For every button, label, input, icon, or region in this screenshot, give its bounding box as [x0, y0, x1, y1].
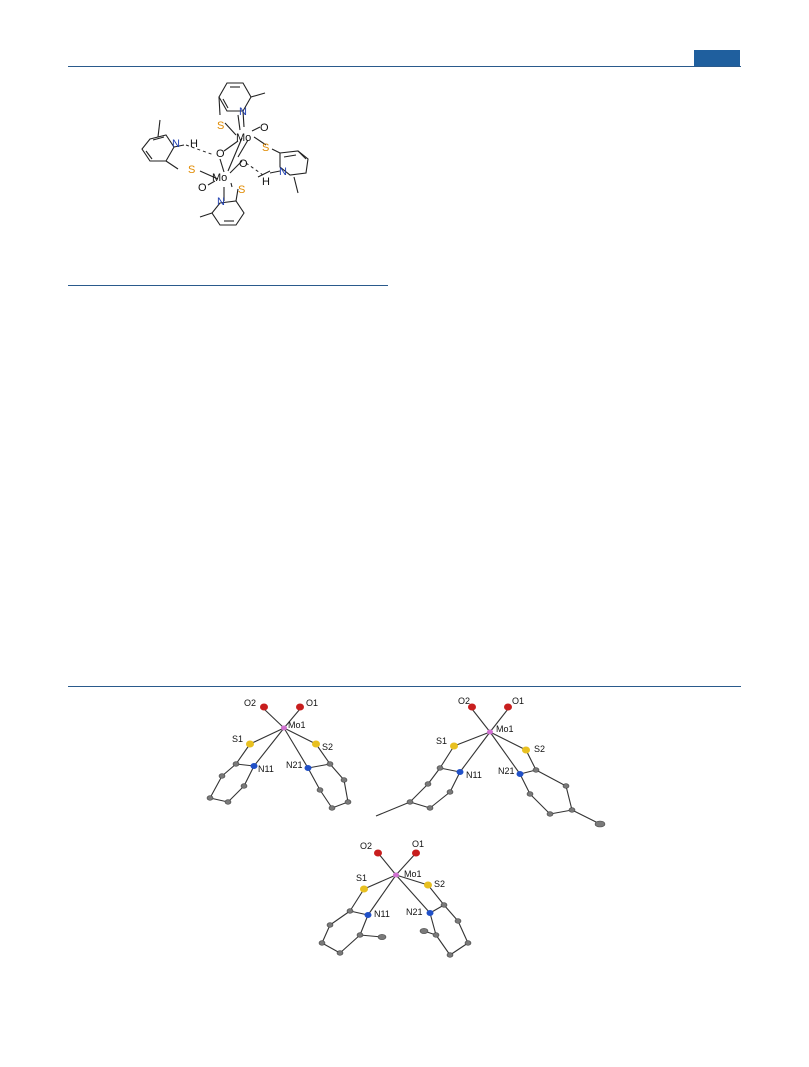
label-o2: O2: [360, 841, 372, 851]
label-mo1: Mo1: [288, 720, 306, 730]
label-s2: S2: [322, 742, 333, 752]
scheme-n-left: N: [172, 138, 180, 150]
header-rule: [68, 66, 741, 67]
label-n21: N21: [286, 760, 303, 770]
label-n21: N21: [498, 766, 515, 776]
label-mo1: Mo1: [404, 869, 422, 879]
label-n11: N11: [258, 764, 274, 774]
label-n11: N11: [374, 909, 390, 919]
scheme-mo-top: Mo: [236, 132, 251, 144]
label-s1: S1: [436, 736, 447, 746]
label-s1: S1: [356, 873, 367, 883]
crystal-structure-a: O2 O1 Mo1 S1 S2 N11 N21: [206, 698, 352, 811]
label-s1: S1: [232, 734, 243, 744]
label-o1: O1: [306, 698, 318, 708]
header-tab: [694, 50, 740, 66]
scheme-n-right: N: [279, 166, 287, 178]
scheme-s-top: S: [217, 120, 224, 132]
scheme-s-left: S: [188, 164, 195, 176]
label-n11: N11: [466, 770, 482, 780]
scheme-o-bridge-right: O: [239, 158, 248, 170]
label-o1: O1: [412, 839, 424, 849]
scheme-mo-bottom: Mo: [212, 172, 227, 184]
scheme-o-terminal-bottom: O: [198, 182, 207, 194]
scheme-o-terminal-top: O: [260, 122, 269, 134]
scheme-h-left: H: [190, 138, 198, 150]
crystal-structure-c: O2 O1 Mo1 S1 S2 N11 N21: [318, 839, 472, 958]
label-mo1: Mo1: [496, 724, 514, 734]
label-o2: O2: [458, 696, 470, 706]
scheme-n-bottom: N: [217, 196, 225, 208]
crystal-structure-b: O2 O1 Mo1 S1 S2 N11 N21: [375, 696, 606, 828]
section-rule-left: [68, 285, 388, 286]
scheme-o-bridge-left: O: [216, 148, 225, 160]
label-s2: S2: [434, 879, 445, 889]
scheme-s-right: S: [262, 142, 269, 154]
chemical-scheme: Mo Mo O O O O H H N N N N S S S S: [141, 82, 309, 226]
scheme-h-right: H: [262, 176, 270, 188]
scheme-n-top: N: [239, 106, 247, 118]
label-o2: O2: [244, 698, 256, 708]
section-rule-full: [68, 686, 741, 687]
label-o1: O1: [512, 696, 524, 706]
scheme-s-bottom: S: [238, 184, 245, 196]
label-n21: N21: [406, 907, 423, 917]
label-s2: S2: [534, 744, 545, 754]
